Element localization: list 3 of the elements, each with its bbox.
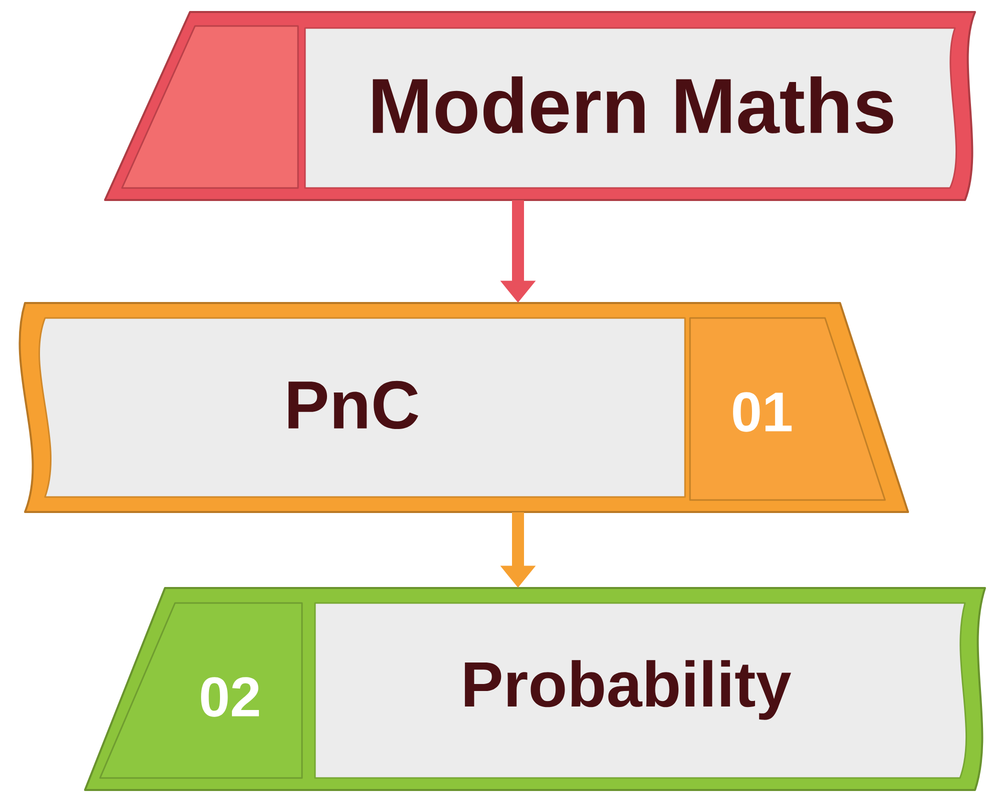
banner: 02 Probability [84, 587, 986, 791]
banner: PnC 01 [18, 302, 909, 513]
banner: Modern Maths [104, 11, 976, 201]
